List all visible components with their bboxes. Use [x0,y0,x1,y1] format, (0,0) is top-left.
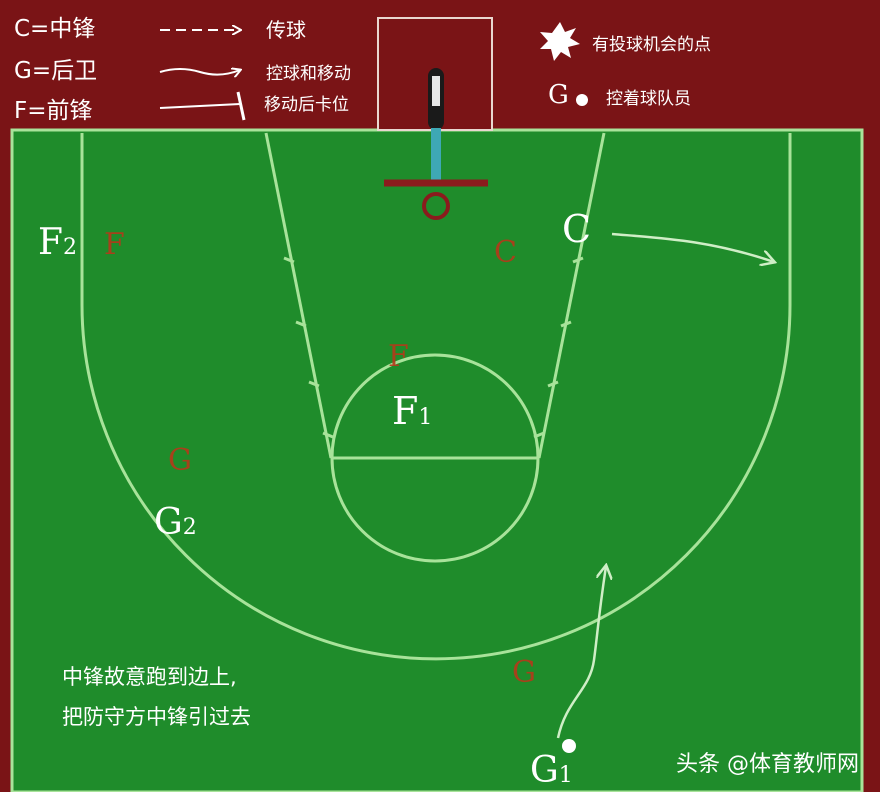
guard-dribble-arrow [556,566,606,739]
legend-key-c: C=中锋 [14,16,95,42]
caption-line-2: 把防守方中锋引过去 [62,705,251,729]
legend-line-pass: 传球 [266,18,306,42]
court-floor [12,130,862,792]
legend-marker-ball: 控着球队员 [606,89,691,109]
free-throw-circle [330,353,540,563]
screen-line-icon [159,103,241,109]
caption-line-1: 中锋故意跑到边上, [62,665,237,689]
legend-key-f: F=前锋 [14,98,93,124]
ball-g1 [562,739,576,753]
player-g1: G1 [530,750,573,791]
wavy-arrow-icon [159,69,240,75]
center-movement-arrow [611,232,774,262]
player-f1: F1 [392,389,432,433]
legend-key-g: G=后卫 [14,58,97,84]
lane-line-right [537,132,606,459]
stanchion [431,128,441,180]
legend-positions: C=中锋 G=后卫 F=前锋 [14,16,97,124]
starburst-icon [540,22,580,61]
basket-rim [422,192,450,220]
legend-line-dribble: 控球和移动 [266,64,351,84]
defender-f2: F [104,227,125,262]
defender-g2: G [168,443,192,478]
pole-highlight [432,76,440,106]
lane-line-left [264,132,333,459]
screen-bar-icon [236,91,246,121]
legend-line-screen: 移动后卡位 [264,95,349,115]
legend-marker-shot: 有投球机会的点 [592,35,711,55]
legend-marker-g-letter: G [548,80,569,110]
watermark: 头条 @体育教师网 [676,752,859,777]
ball-icon [576,94,588,106]
defender-g1: G [512,655,536,690]
defender-c: C [494,235,517,270]
player-f2: F2 [38,222,77,263]
three-point-line [80,133,792,661]
defender-f1: F [388,339,409,374]
player-g2: G2 [154,502,197,543]
player-c: C [562,207,591,251]
